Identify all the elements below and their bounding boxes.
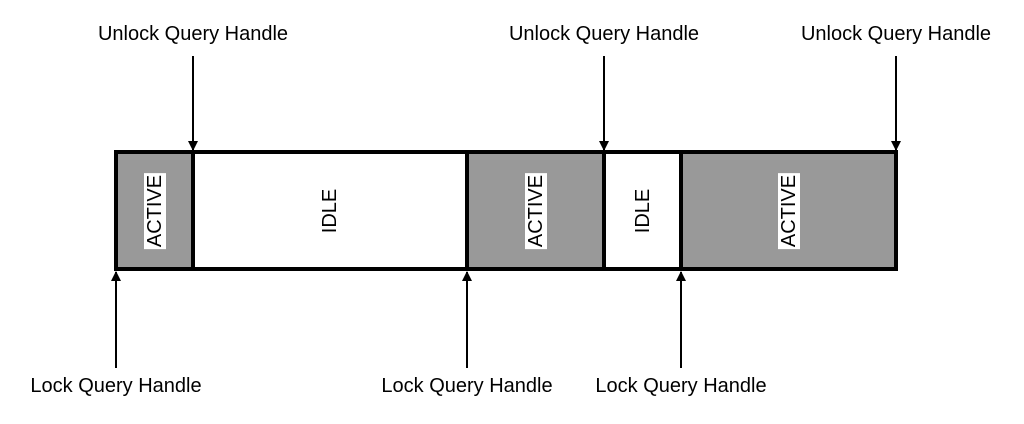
unlock-query-handle-label: Unlock Query Handle [800,23,992,45]
segment-label-active: ACTIVE [524,172,547,249]
segment-label-active: ACTIVE [777,172,800,249]
segment-label-idle: IDLE [631,188,654,233]
timeline-segment-idle [191,150,469,271]
unlock-query-handle-label: Unlock Query Handle [97,23,289,45]
unlock-query-handle-label: Unlock Query Handle [508,23,700,45]
lock-query-handle-label: Lock Query Handle [381,375,553,397]
timeline-segment-active [114,150,195,271]
lock-query-handle-label: Lock Query Handle [30,375,202,397]
segment-label-idle: IDLE [319,188,341,233]
segment-label-active: ACTIVE [143,172,166,249]
lock-query-handle-label: Lock Query Handle [595,375,767,397]
event-arrows [111,56,901,368]
